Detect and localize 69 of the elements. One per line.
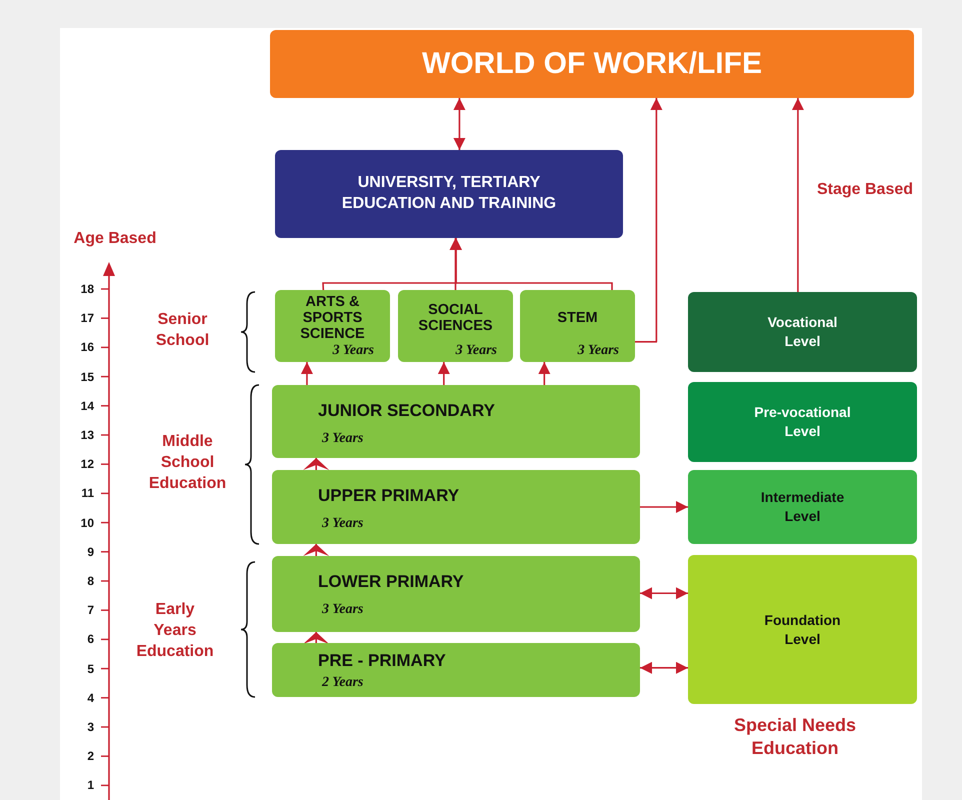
level-title: UNIVERSITY, TERTIARY EDUCATION AND TRAINING	[340, 173, 558, 214]
level-title: Intermediate Level	[760, 488, 846, 526]
group-label: Early Years Education	[135, 600, 215, 662]
level-title: PRE - PRIMARY	[318, 651, 447, 671]
duration-text: 3 Years	[322, 516, 364, 532]
age-tick-label: 17	[80, 311, 94, 326]
age-tick-label: 3	[86, 720, 94, 734]
duration-text: 3 Years	[456, 343, 498, 359]
age-tick-label: 10	[80, 516, 94, 530]
group-label: Senior School	[154, 310, 210, 351]
age-tick-label: 6	[86, 632, 94, 646]
age-tick-label: 7	[86, 603, 94, 618]
level-title: STEM	[557, 309, 598, 328]
age-tick-label: 2	[86, 749, 94, 764]
axis-title: Age Based	[72, 229, 158, 249]
level-title: ARTS & SPORTS SCIENCE	[299, 295, 366, 343]
age-tick-label: 9	[86, 544, 94, 559]
arrow	[640, 587, 688, 600]
arrow	[640, 501, 688, 513]
duration-text: 3 Years	[322, 602, 364, 618]
group-label: Middle School Education	[148, 432, 228, 494]
special-needs-box	[688, 292, 917, 372]
level-title: UPPER PRIMARY	[318, 486, 460, 506]
duration-text: 3 Years	[332, 343, 375, 359]
duration-text: 3 Years	[578, 343, 620, 359]
age-tick-label: 18	[80, 282, 94, 296]
age-tick-label: 11	[80, 486, 94, 500]
age-tick-label: 14	[80, 398, 94, 413]
arrow	[453, 98, 466, 150]
pathway-box	[275, 290, 390, 362]
level-title: Pre-vocational Level	[753, 403, 852, 441]
level-title: LOWER PRIMARY	[318, 572, 465, 592]
arrow	[300, 362, 313, 385]
age-tick-label: 15	[80, 370, 94, 384]
group-label: Special Needs Education	[732, 714, 858, 760]
arrow	[538, 362, 550, 385]
progression-chevron	[303, 632, 330, 644]
age-tick-label: 5	[86, 662, 94, 676]
level-title: SOCIAL SCIENCES	[417, 301, 494, 336]
arrow	[792, 98, 804, 292]
level-box	[272, 556, 640, 632]
arrow	[438, 362, 450, 385]
destination-banner	[270, 30, 914, 98]
level-box	[272, 643, 640, 697]
level-title: Foundation Level	[763, 610, 842, 648]
special-needs-box	[688, 382, 917, 462]
axis-title: Stage Based	[816, 180, 914, 200]
age-tick-label: 1	[86, 778, 94, 792]
arrow	[640, 662, 688, 674]
special-needs-box	[688, 470, 917, 544]
arrow	[635, 98, 662, 343]
tertiary-box	[275, 150, 623, 238]
progression-chevron	[303, 544, 330, 556]
special-needs-box	[688, 555, 917, 704]
banner-title: WORLD OF WORK/LIFE	[422, 47, 762, 81]
age-tick-label: 12	[80, 457, 94, 472]
age-tick-label: 8	[86, 574, 94, 588]
age-tick-label: 13	[80, 428, 94, 442]
duration-text: 2 Years	[322, 675, 364, 691]
pathway-box	[520, 290, 635, 362]
level-title: JUNIOR SECONDARY	[318, 401, 496, 421]
level-title: Vocational Level	[766, 313, 838, 351]
duration-text: 3 Years	[322, 431, 364, 447]
progression-chevron	[303, 458, 330, 470]
level-box	[272, 385, 640, 458]
age-tick-label: 16	[80, 340, 94, 354]
pathway-box	[398, 290, 513, 362]
level-box	[272, 470, 640, 544]
age-tick-label: 4	[86, 690, 94, 705]
